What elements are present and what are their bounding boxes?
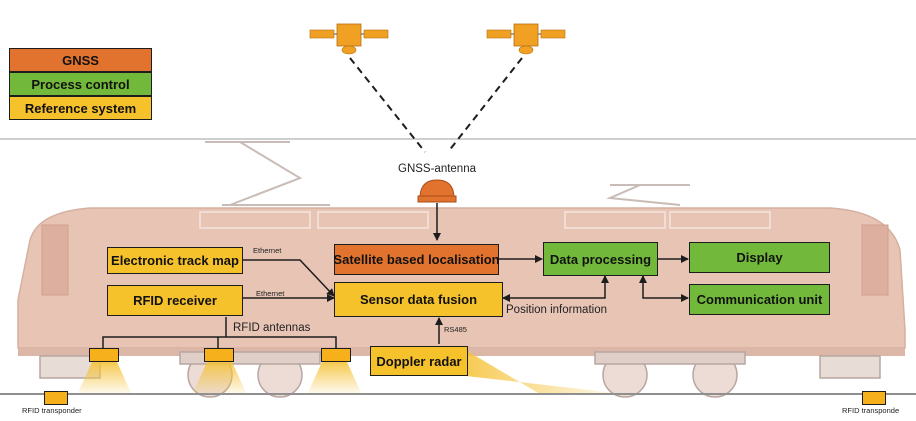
satellite-left-icon (309, 23, 389, 55)
ethernet-label-1: Ethernet (253, 246, 282, 255)
rfid-receiver-box: RFID receiver (107, 285, 243, 316)
rfid-transponder-label-right: RFID transponde (842, 406, 900, 415)
rfid-beam-3 (307, 362, 362, 395)
rs485-label: RS485 (444, 325, 467, 334)
rfid-beam-1 (77, 362, 132, 395)
rfid-antenna-3 (321, 348, 351, 362)
sensor-data-fusion-box: Sensor data fusion (334, 282, 503, 317)
doppler-radar-box: Doppler radar (370, 346, 468, 376)
ethernet-label-2: Ethernet (256, 289, 285, 298)
rfid-antennas-label: RFID antennas (233, 322, 311, 334)
electronic-track-map-box: Electronic track map (107, 247, 243, 274)
legend-reference-system: Reference system (9, 96, 152, 120)
rfid-antenna-1 (89, 348, 119, 362)
rfid-transponder-left (44, 391, 68, 405)
data-processing-box: Data processing (543, 242, 658, 276)
display-box: Display (689, 242, 830, 273)
pantograph-left (205, 141, 330, 206)
gnss-antenna-label: GNSS-antenna (398, 163, 476, 175)
legend-process-control: Process control (9, 72, 152, 96)
satellite-localisation-box: Satellite based localisation (333, 244, 500, 275)
signal-line-right (447, 57, 523, 153)
rfid-beam-2 (192, 362, 247, 395)
gnss-antenna-icon (417, 179, 457, 203)
rfid-transponder-right (862, 391, 886, 405)
pantograph-right (606, 184, 690, 206)
rfid-antenna-2 (204, 348, 234, 362)
communication-unit-box: Communication unit (689, 284, 830, 315)
rfid-transponder-label-left: RFID transponder (22, 406, 82, 415)
doppler-beam-2 (462, 348, 625, 394)
position-information-label: Position information (506, 304, 607, 316)
signal-line-left (349, 57, 426, 153)
satellite-right-icon (486, 23, 566, 55)
legend-gnss: GNSS (9, 48, 152, 72)
